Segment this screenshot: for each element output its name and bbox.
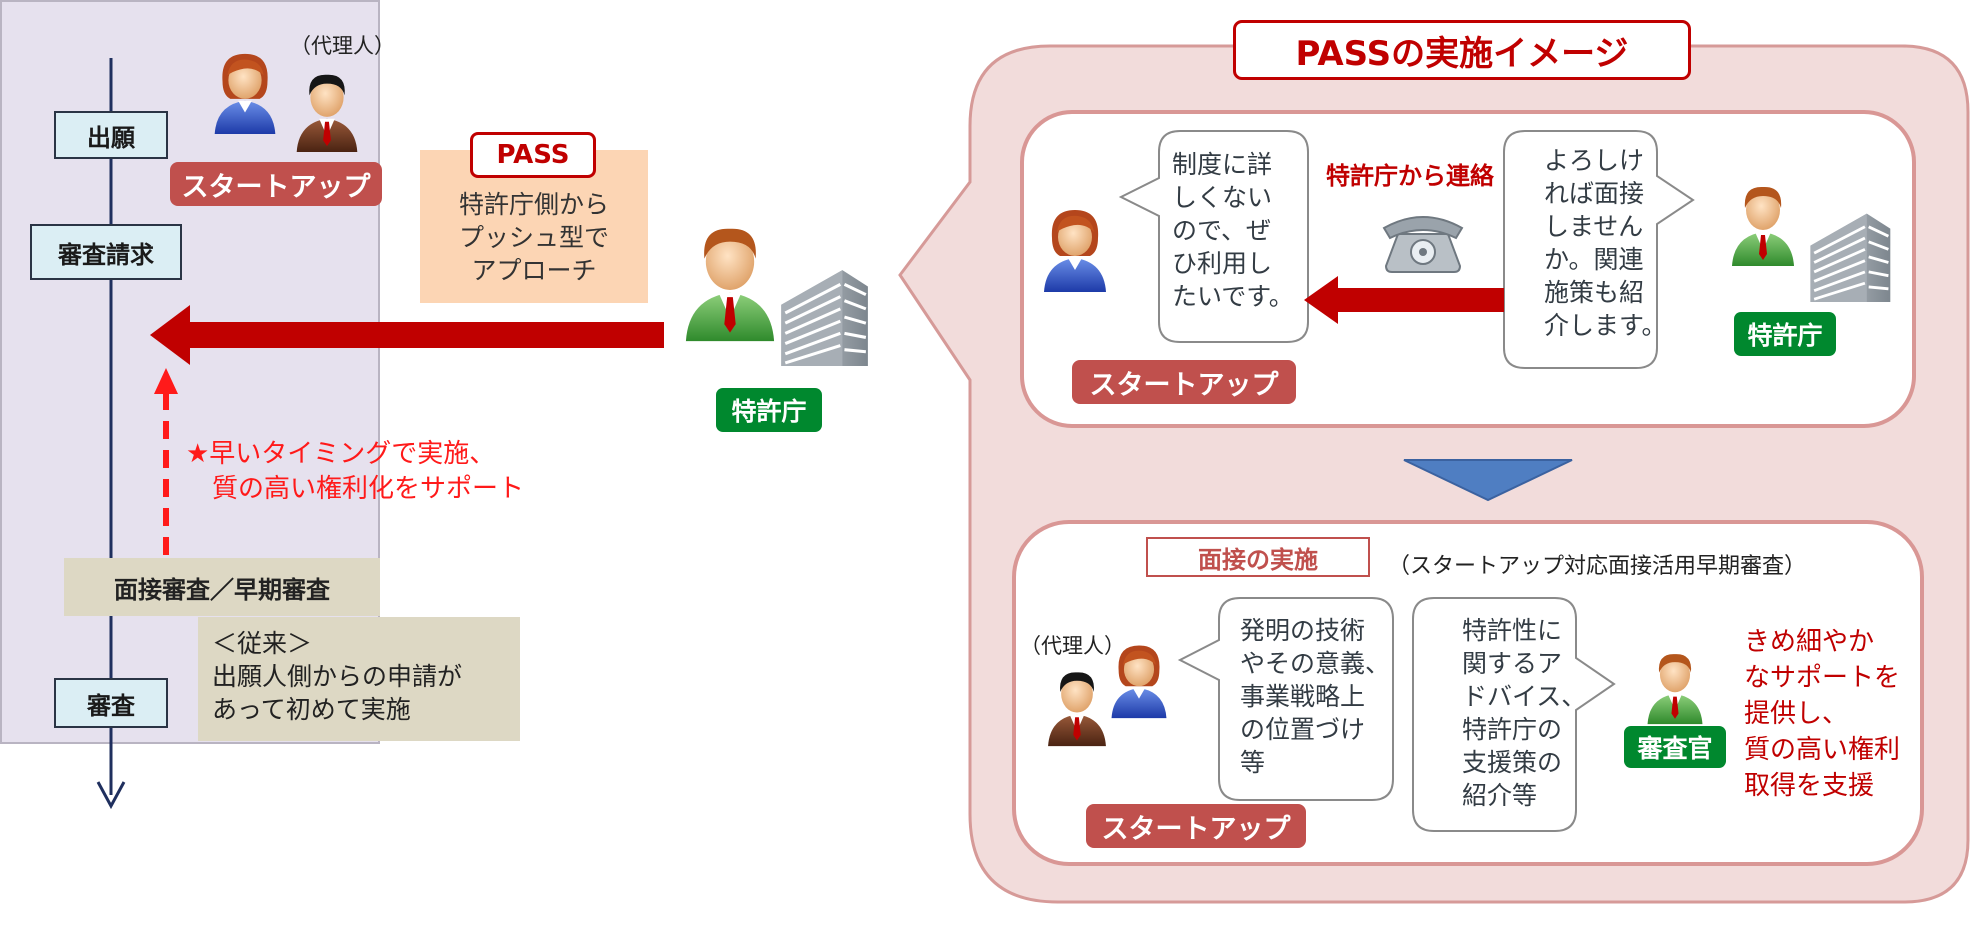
left-connectors [96, 58, 664, 810]
examiner-points-text: 特許性に 関するア ドバイス、 特許庁の 支援策の 紹介等 [1462, 616, 1587, 810]
startup-label-bottom: スタートアップ [1086, 804, 1306, 848]
startup-bubble-shape [1118, 130, 1309, 343]
pass-label: PASS [470, 132, 596, 178]
jpo-bubble-shape [1503, 130, 1695, 369]
agent-male-icon [1044, 664, 1110, 748]
building-icon [770, 264, 874, 366]
startup-points-text: 発明の技術 やその意義、 事業戦略上 の位置づけ 等 [1240, 616, 1391, 777]
startup-label: スタートアップ [170, 162, 382, 206]
support-text: きめ細やか なサポートを 提供し、 質の高い権利 取得を支援 [1744, 627, 1901, 801]
timeline-arrowhead [96, 781, 126, 810]
startup-label-top: スタートアップ [1072, 360, 1296, 404]
step-examination: 審査 [54, 678, 168, 728]
interview-exam-label: 面接審査／早期審査 [64, 558, 380, 616]
jpo-label-top: 特許庁 [1734, 312, 1836, 356]
building-icon-top [1800, 208, 1896, 302]
agent-label: （代理人） [290, 34, 395, 58]
startup-points-bubble-shape [1177, 597, 1394, 801]
contact-arrow [1304, 276, 1504, 324]
jpo-person-icon-top [1728, 178, 1798, 268]
jpo-offer-text: よろしけ れば面接 しません か。関連 施策も紹 介します。 [1544, 146, 1667, 340]
startup-female-icon-bottom [1108, 640, 1170, 720]
step-application: 出願 [54, 111, 168, 159]
interview-subtitle: （スタートアップ対応面接活用早期審査） [1388, 554, 1807, 579]
conventional-note: ＜従来＞ 出願人側からの申請が あって初めて実施 [198, 617, 520, 741]
examiner-label: 審査官 [1624, 726, 1726, 768]
examiner-points-bubble-shape [1412, 597, 1616, 832]
interview-title: 面接の実施 [1146, 537, 1370, 577]
contact-label: 特許庁から連絡 [1326, 162, 1494, 190]
step-exam-request: 審査請求 [30, 224, 182, 280]
early-timing-arrow [154, 368, 178, 560]
pass-arrow [150, 305, 664, 365]
early-timing-note: ★早いタイミングで実施、 質の高い権利化をサポート [186, 439, 525, 504]
jpo-person-icon [680, 216, 780, 344]
person-male-icon [292, 66, 362, 154]
agent-label-bottom: （代理人） [1020, 634, 1125, 658]
right-panel-graphics [898, 44, 1970, 904]
pass-image-title: PASSの実施イメージ [1233, 20, 1691, 80]
telephone-icon [1382, 216, 1464, 273]
jpo-label: 特許庁 [716, 388, 822, 432]
pass-desc: 特許庁側から プッシュ型で アプローチ [458, 190, 609, 285]
pass-desc-box: PASS 特許庁側から プッシュ型で アプローチ [420, 132, 648, 303]
down-triangle [1403, 459, 1573, 502]
examiner-icon [1644, 646, 1706, 726]
person-female-icon [210, 48, 280, 136]
startup-request-text: 制度に詳 しくない ので、ぜ ひ利用し たいです。 [1172, 150, 1294, 311]
startup-female-icon [1040, 204, 1110, 294]
